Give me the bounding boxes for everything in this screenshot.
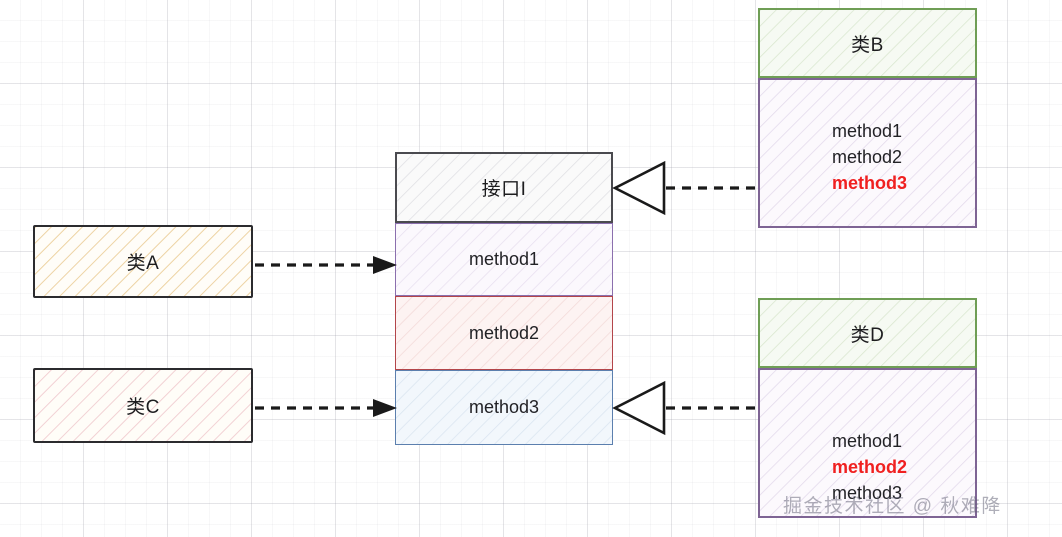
class-d-method-2: method2 <box>832 457 908 477</box>
interface-method1-label: method1 <box>468 249 540 269</box>
class-d-label: 类D <box>850 324 885 346</box>
realization-arrow-b-to-interface <box>612 160 760 216</box>
class-d-method-3: method3 <box>832 483 903 503</box>
class-box-a[interactable]: 类A <box>33 225 253 298</box>
interface-header[interactable]: 接口I <box>395 152 613 223</box>
class-b-method-list: method1 method2 method3 <box>760 80 975 196</box>
interface-section-method2[interactable]: method2 <box>395 296 613 370</box>
class-b-method-2: method2 <box>832 147 903 167</box>
class-b-method-3: method3 <box>832 173 908 193</box>
class-box-d-header[interactable]: 类D <box>758 298 977 368</box>
class-d-method-1: method1 <box>832 431 903 451</box>
interface-method2-label: method2 <box>468 322 540 343</box>
class-box-c[interactable]: 类C <box>33 368 253 443</box>
interface-name-label: 接口I <box>481 179 527 200</box>
class-box-d-body[interactable]: method1 method2 method3 <box>758 368 977 518</box>
dependency-arrow-c-to-method3 <box>255 399 397 417</box>
class-box-b-body[interactable]: method1 method2 method3 <box>758 78 977 228</box>
dependency-arrow-a-to-method1 <box>255 256 397 274</box>
interface-section-method1[interactable]: method1 <box>395 223 613 296</box>
class-b-method-1: method1 <box>832 121 903 141</box>
class-d-method-list: method1 method2 method3 <box>760 370 975 506</box>
realization-arrow-d-to-method3 <box>612 380 760 436</box>
interface-section-method3[interactable]: method3 <box>395 370 613 445</box>
class-a-label: 类A <box>126 253 160 274</box>
class-box-b-header[interactable]: 类B <box>758 8 977 78</box>
class-c-label: 类C <box>126 397 160 418</box>
class-b-label: 类B <box>851 34 884 56</box>
interface-method3-label: method3 <box>468 397 540 417</box>
